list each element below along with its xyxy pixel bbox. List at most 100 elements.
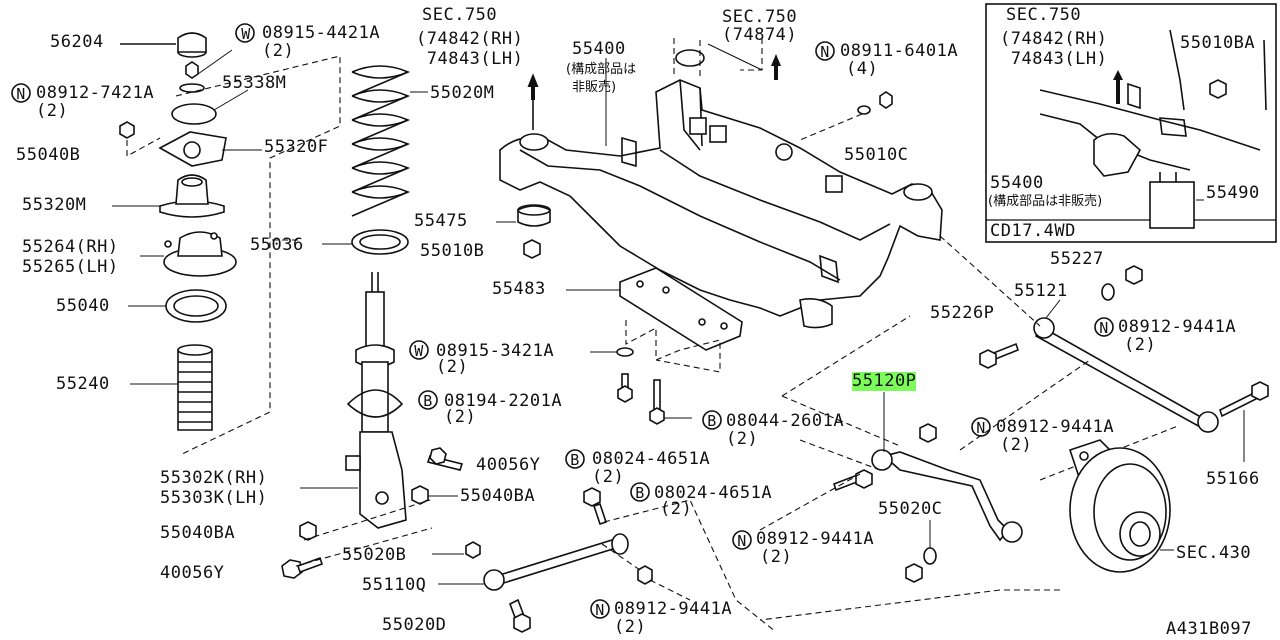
nut-55040b[interactable]	[119, 121, 161, 157]
bumper-boot-55240[interactable]	[130, 344, 213, 431]
label-08912-9441a-bottom[interactable]: 08912-9441A	[614, 599, 733, 619]
qty-08912-9441a-bottom: (2)	[614, 617, 647, 637]
link-55110q[interactable]	[438, 533, 629, 591]
nut-08912-bottom[interactable]	[637, 565, 653, 585]
bolt-08194[interactable]	[617, 373, 633, 403]
bolt-55166[interactable]	[1219, 381, 1269, 462]
qty-08194-2201a: (2)	[444, 407, 477, 427]
strut-55302k[interactable]	[300, 272, 407, 529]
link-55121[interactable]	[1033, 299, 1219, 433]
label-08912-9441a-far[interactable]: 08912-9441A	[1118, 317, 1237, 337]
label-40056y-mid[interactable]: 40056Y	[476, 455, 541, 475]
nut-symbol: N	[595, 601, 605, 619]
label-55040ba-left[interactable]: 55040BA	[160, 523, 236, 543]
label-55227[interactable]: 55227	[1050, 249, 1104, 269]
nut-55040ba-mid[interactable]	[411, 485, 458, 505]
label-55040b[interactable]: 55040B	[16, 145, 81, 165]
label-08915-4421a[interactable]: 08915-4421A	[262, 23, 381, 43]
label-08912-9441a-right[interactable]: 08912-9441A	[996, 417, 1115, 437]
label-08024-4651a-2[interactable]: 08024-4651A	[654, 483, 773, 503]
label-55400[interactable]: 55400	[572, 39, 626, 59]
label-55020c[interactable]: 55020C	[878, 499, 943, 519]
label-55010b[interactable]: 55010B	[420, 241, 485, 261]
label-55483[interactable]: 55483	[492, 279, 546, 299]
bolt-55226p[interactable]	[979, 342, 1019, 369]
label-08912-9441a-mid[interactable]: 08912-9441A	[756, 529, 875, 549]
label-55121[interactable]: 55121	[1014, 281, 1068, 301]
label-55240[interactable]: 55240	[56, 374, 110, 394]
coil-spring-55020m[interactable]	[351, 65, 428, 217]
label-08915-3421a[interactable]: 08915-3421A	[436, 341, 555, 361]
bolt-40056y-left[interactable]	[281, 556, 324, 579]
seal-55338m[interactable]	[171, 89, 249, 125]
label-56204[interactable]: 56204	[50, 32, 104, 52]
label-55120p-highlighted[interactable]: 55120P	[852, 371, 917, 391]
plate-55320f[interactable]	[158, 131, 262, 167]
inset-label-55010ba[interactable]: 55010BA	[1180, 33, 1256, 53]
label-08912-7421a[interactable]: 08912-7421A	[36, 83, 155, 103]
label-sec750-a[interactable]: SEC.750	[422, 5, 498, 25]
label-sec430[interactable]: SEC.430	[1176, 543, 1252, 563]
label-40056y-left[interactable]: 40056Y	[160, 563, 225, 583]
bolt-08024-b[interactable]	[832, 469, 873, 492]
nut-55020b[interactable]	[432, 541, 481, 559]
bearing-55040[interactable]	[128, 289, 227, 323]
bracket-55483[interactable]	[566, 267, 743, 351]
label-55265lh[interactable]: 55265(LH)	[22, 257, 119, 277]
label-55320m[interactable]: 55320M	[22, 195, 87, 215]
bolt-08044[interactable]	[649, 379, 692, 425]
nut-washer-small[interactable]	[179, 49, 233, 93]
label-08194-2201a[interactable]: 08194-2201A	[444, 391, 563, 411]
spring-seat-55036[interactable]	[322, 229, 409, 255]
nut-55010c[interactable]	[799, 91, 893, 141]
label-55166[interactable]: 55166	[1206, 469, 1260, 489]
bolt-40056y-mid[interactable]	[426, 447, 464, 471]
washer-55020c[interactable]	[905, 520, 937, 583]
label-55475[interactable]: 55475	[414, 211, 468, 231]
nut-55040ba-left[interactable]	[299, 521, 317, 541]
hub-knuckle-sec430[interactable]	[1068, 439, 1174, 573]
mount-55320m[interactable]	[112, 174, 225, 218]
label-55040ba-mid[interactable]: 55040BA	[460, 486, 536, 506]
insulator-55264[interactable]	[140, 231, 237, 277]
nut-08912-mid[interactable]	[919, 423, 937, 443]
label-55010c[interactable]: 55010C	[844, 145, 909, 165]
inset-label-sec750-lh: 74843(LH)	[1000, 49, 1108, 69]
nut-symbol: N	[1099, 319, 1109, 337]
label-08044-2601a[interactable]: 08044-2601A	[726, 411, 845, 431]
subframe-55400[interactable]	[499, 49, 943, 329]
label-sec750-a-rh: (74842(RH)	[416, 29, 524, 49]
label-55302k[interactable]: 55302K(RH)	[160, 468, 268, 488]
bushing-55475[interactable]	[496, 204, 551, 227]
nut-55010b[interactable]	[523, 239, 541, 259]
ref-arrow-left	[527, 73, 539, 130]
label-55226p[interactable]: 55226P	[930, 303, 995, 323]
label-55110q[interactable]: 55110Q	[362, 575, 427, 595]
label-sec750-b[interactable]: SEC.750	[722, 7, 798, 27]
label-55020b[interactable]: 55020B	[342, 545, 407, 565]
label-55320f[interactable]: 55320F	[264, 137, 329, 157]
label-55036[interactable]: 55036	[250, 235, 304, 255]
inset-label-55400[interactable]: 55400	[990, 173, 1044, 193]
top-cap-56204[interactable]	[120, 32, 207, 58]
label-55020d[interactable]: 55020D	[382, 615, 447, 635]
inset-label-55490[interactable]: 55490	[1206, 183, 1260, 203]
label-55338m[interactable]: 55338M	[222, 73, 287, 93]
label-08024-4651a-1[interactable]: 08024-4651A	[592, 449, 711, 469]
label-08911-6401a[interactable]: 08911-6401A	[840, 41, 959, 61]
nut-08912-far[interactable]	[1125, 265, 1143, 285]
inset-label-sec750[interactable]: SEC.750	[1006, 5, 1082, 25]
label-55040[interactable]: 55040	[56, 296, 110, 316]
label-55264rh[interactable]: 55264(RH)	[22, 237, 119, 257]
bolt-08024-a[interactable]	[583, 487, 608, 526]
qty-08912-9441a-far: (2)	[1124, 335, 1157, 355]
washer-08915[interactable]	[590, 347, 634, 357]
label-55400-note1: (構成部品は	[566, 62, 637, 77]
label-55303k[interactable]: 55303K(LH)	[160, 488, 268, 508]
label-55020m[interactable]: 55020M	[430, 83, 495, 103]
washer-55227[interactable]	[1101, 283, 1115, 301]
bolt-symbol: B	[570, 451, 580, 469]
bolt-55020d[interactable]	[508, 598, 531, 633]
link-55120p[interactable]	[871, 392, 1023, 543]
